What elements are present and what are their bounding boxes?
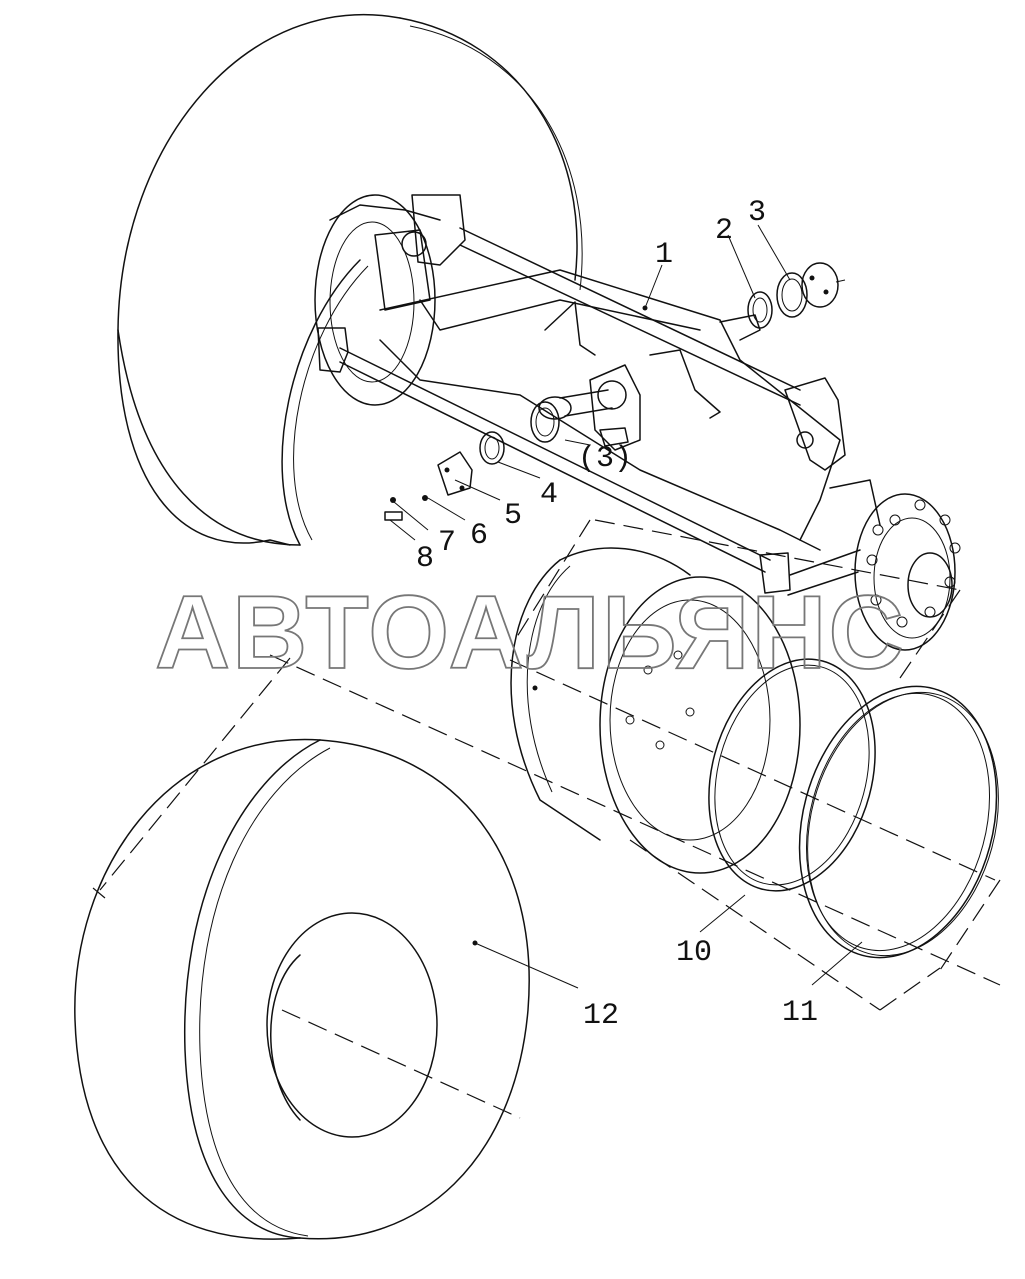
callout-3: 3 bbox=[748, 196, 766, 230]
callout-5: 5 bbox=[504, 499, 522, 533]
leader-lines bbox=[389, 224, 863, 989]
callout-12: 12 bbox=[583, 999, 619, 1033]
wheel-rim bbox=[510, 547, 801, 874]
small-parts-right bbox=[747, 262, 846, 329]
axle-frame bbox=[317, 194, 861, 596]
callout-labels: 1 2 3 (3) 4 5 6 7 8 10 11 12 bbox=[416, 196, 818, 1033]
rear-wheel-tire bbox=[117, 13, 583, 546]
callout-8: 8 bbox=[416, 542, 434, 576]
callout-2: 2 bbox=[715, 214, 733, 248]
small-parts-left bbox=[384, 401, 629, 521]
front-tire bbox=[74, 738, 530, 1240]
watermark-text: АВТОАЛЬЯНС bbox=[155, 575, 906, 691]
side-ring bbox=[798, 685, 999, 959]
right-wheel-hub bbox=[829, 479, 961, 651]
callout-1: 1 bbox=[655, 238, 673, 272]
assembly-lines bbox=[92, 519, 1001, 1119]
lock-ring bbox=[708, 658, 876, 892]
callout-7: 7 bbox=[438, 526, 456, 560]
callout-3-ref: (3) bbox=[578, 442, 632, 476]
callout-4: 4 bbox=[540, 478, 558, 512]
callout-10: 10 bbox=[676, 936, 712, 970]
callout-6: 6 bbox=[470, 519, 488, 553]
callout-11: 11 bbox=[782, 996, 818, 1030]
